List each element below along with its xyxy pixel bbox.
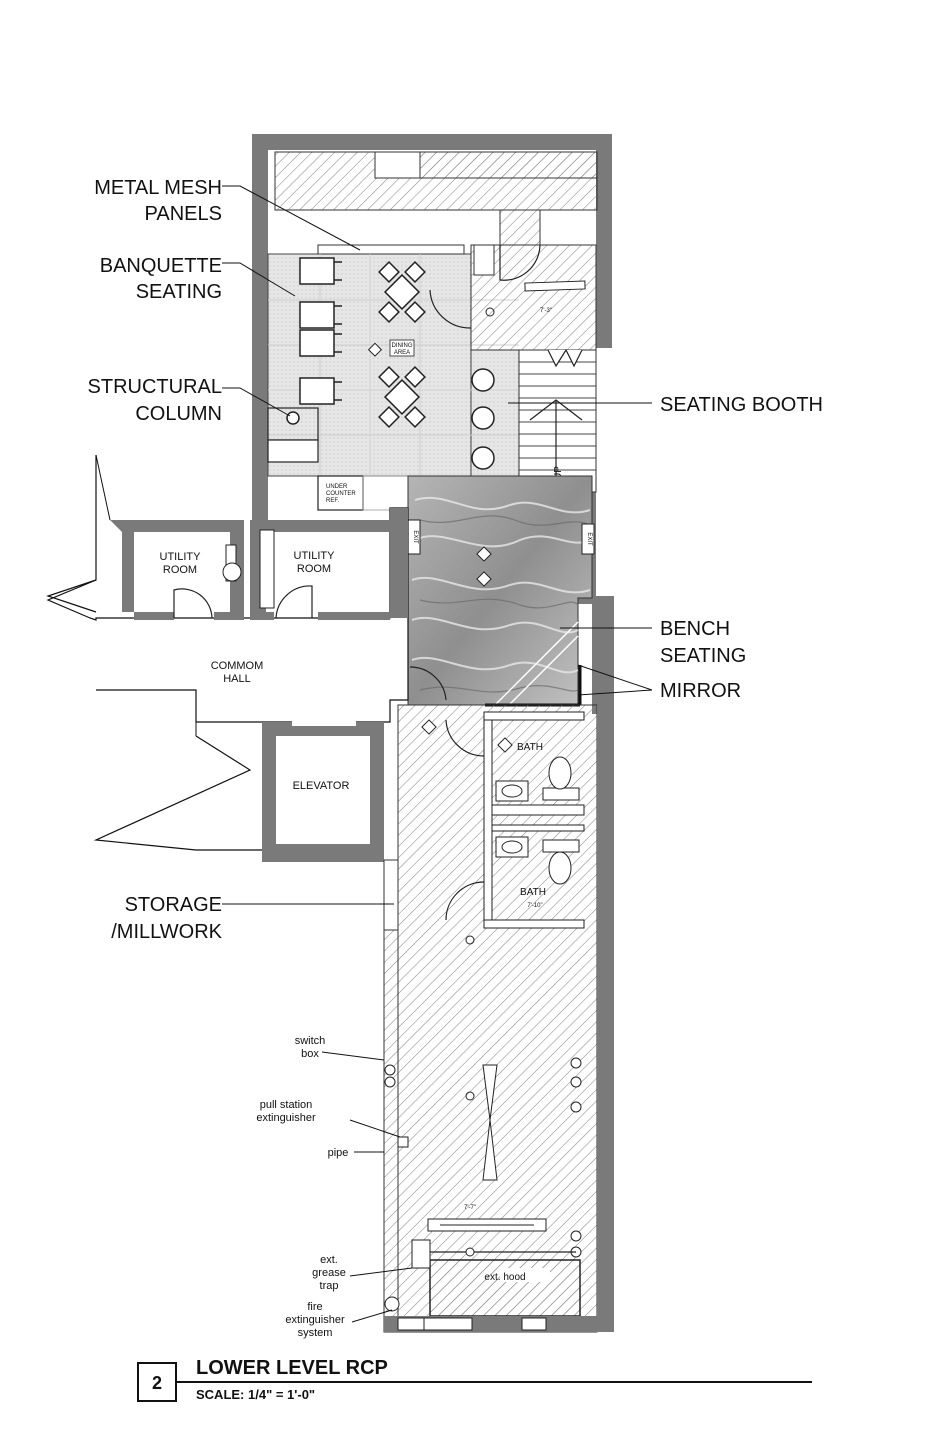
callout-storage-2: /MILLWORK xyxy=(111,921,222,943)
bath-1-label: BATH xyxy=(517,742,543,753)
drawing-number: 2 xyxy=(152,1373,162,1393)
note-grease-1: ext. xyxy=(320,1254,338,1266)
callout-mirror: MIRROR xyxy=(660,680,741,702)
callout-texts: METAL MESH PANELS BANQUETTE SEATING STRU… xyxy=(88,177,823,943)
height-tag-bath: 7'-10" xyxy=(527,903,542,909)
dining-label-1: DINING xyxy=(392,343,413,349)
under-label-1: UNDER xyxy=(326,484,348,490)
note-grease-2: grease xyxy=(312,1267,346,1279)
utility-and-hall: UTILITY ROOM UTILITY ROOM COMMOM HALL xyxy=(46,454,409,851)
callout-metal-mesh-1: METAL MESH xyxy=(94,177,222,199)
under-label-2: COUNTER xyxy=(326,491,356,497)
exit-sign-1: EXIT xyxy=(412,530,418,544)
note-switch-2: box xyxy=(301,1048,319,1060)
callout-column-2: COLUMN xyxy=(135,403,222,425)
elevator: ELEVATOR xyxy=(262,718,384,862)
callout-banquette-1: BANQUETTE xyxy=(100,255,222,277)
building-walls xyxy=(252,134,614,1332)
note-pull-1: pull station xyxy=(260,1099,313,1111)
callout-metal-mesh-2: PANELS xyxy=(145,203,222,225)
height-tag-upper: 7'-3" xyxy=(540,308,552,314)
entry-vestibule: 7'-3" xyxy=(429,244,597,351)
note-pipe: pipe xyxy=(328,1147,349,1159)
utility-room-2-label-1: UTILITY xyxy=(294,550,336,562)
table-group-lower xyxy=(378,366,426,428)
bath-2-label: BATH xyxy=(520,887,546,898)
bench-seating-zone: EXIT EXIT xyxy=(407,475,595,707)
callout-leaders xyxy=(222,185,653,1323)
note-fire-2: extinguisher xyxy=(285,1314,345,1326)
callout-bench-1: BENCH xyxy=(660,618,730,640)
drawing-scale: SCALE: 1/4" = 1'-0" xyxy=(196,1387,315,1402)
dining-label-2: AREA xyxy=(394,350,410,356)
under-label-3: REF. xyxy=(326,498,339,504)
height-tag-kitchen: 7'-7" xyxy=(464,1205,476,1211)
utility-room-1-label-2: ROOM xyxy=(163,564,197,576)
dining-area: DINING AREA UNDER COUNTER REF. xyxy=(267,244,520,511)
callout-column-1: STRUCTURAL xyxy=(88,376,222,398)
table-group-upper xyxy=(378,261,426,323)
hall-label-2: HALL xyxy=(223,673,251,685)
title-block: 2 LOWER LEVEL RCP SCALE: 1/4" = 1'-0" xyxy=(137,1357,812,1402)
callout-banquette-2: SEATING xyxy=(136,281,222,303)
stair-up-label: UP xyxy=(553,466,564,480)
note-fire-3: system xyxy=(298,1327,333,1339)
equipment-notes: switch box pull station extinguisher pip… xyxy=(256,1035,348,1339)
kitchen-wing: BATH BATH 7'-10" 7'-7" ext. hood xyxy=(383,704,614,1333)
hall-label-1: COMMOM xyxy=(211,660,264,672)
note-switch-1: switch xyxy=(295,1035,326,1047)
exit-sign-2: EXIT xyxy=(586,532,592,546)
elevator-label: ELEVATOR xyxy=(293,780,350,792)
utility-room-2-label-2: ROOM xyxy=(297,563,331,575)
note-pull-2: extinguisher xyxy=(256,1112,316,1124)
drawing-title: LOWER LEVEL RCP xyxy=(196,1357,388,1379)
note-grease-3: trap xyxy=(320,1280,339,1292)
callout-bench-2: SEATING xyxy=(660,645,746,667)
callout-seating-booth: SEATING BOOTH xyxy=(660,394,823,416)
note-fire-1: fire xyxy=(307,1301,322,1313)
ext-hood-label: ext. hood xyxy=(484,1272,525,1283)
utility-room-1-label-1: UTILITY xyxy=(160,551,202,563)
callout-storage-1: STORAGE xyxy=(125,894,222,916)
